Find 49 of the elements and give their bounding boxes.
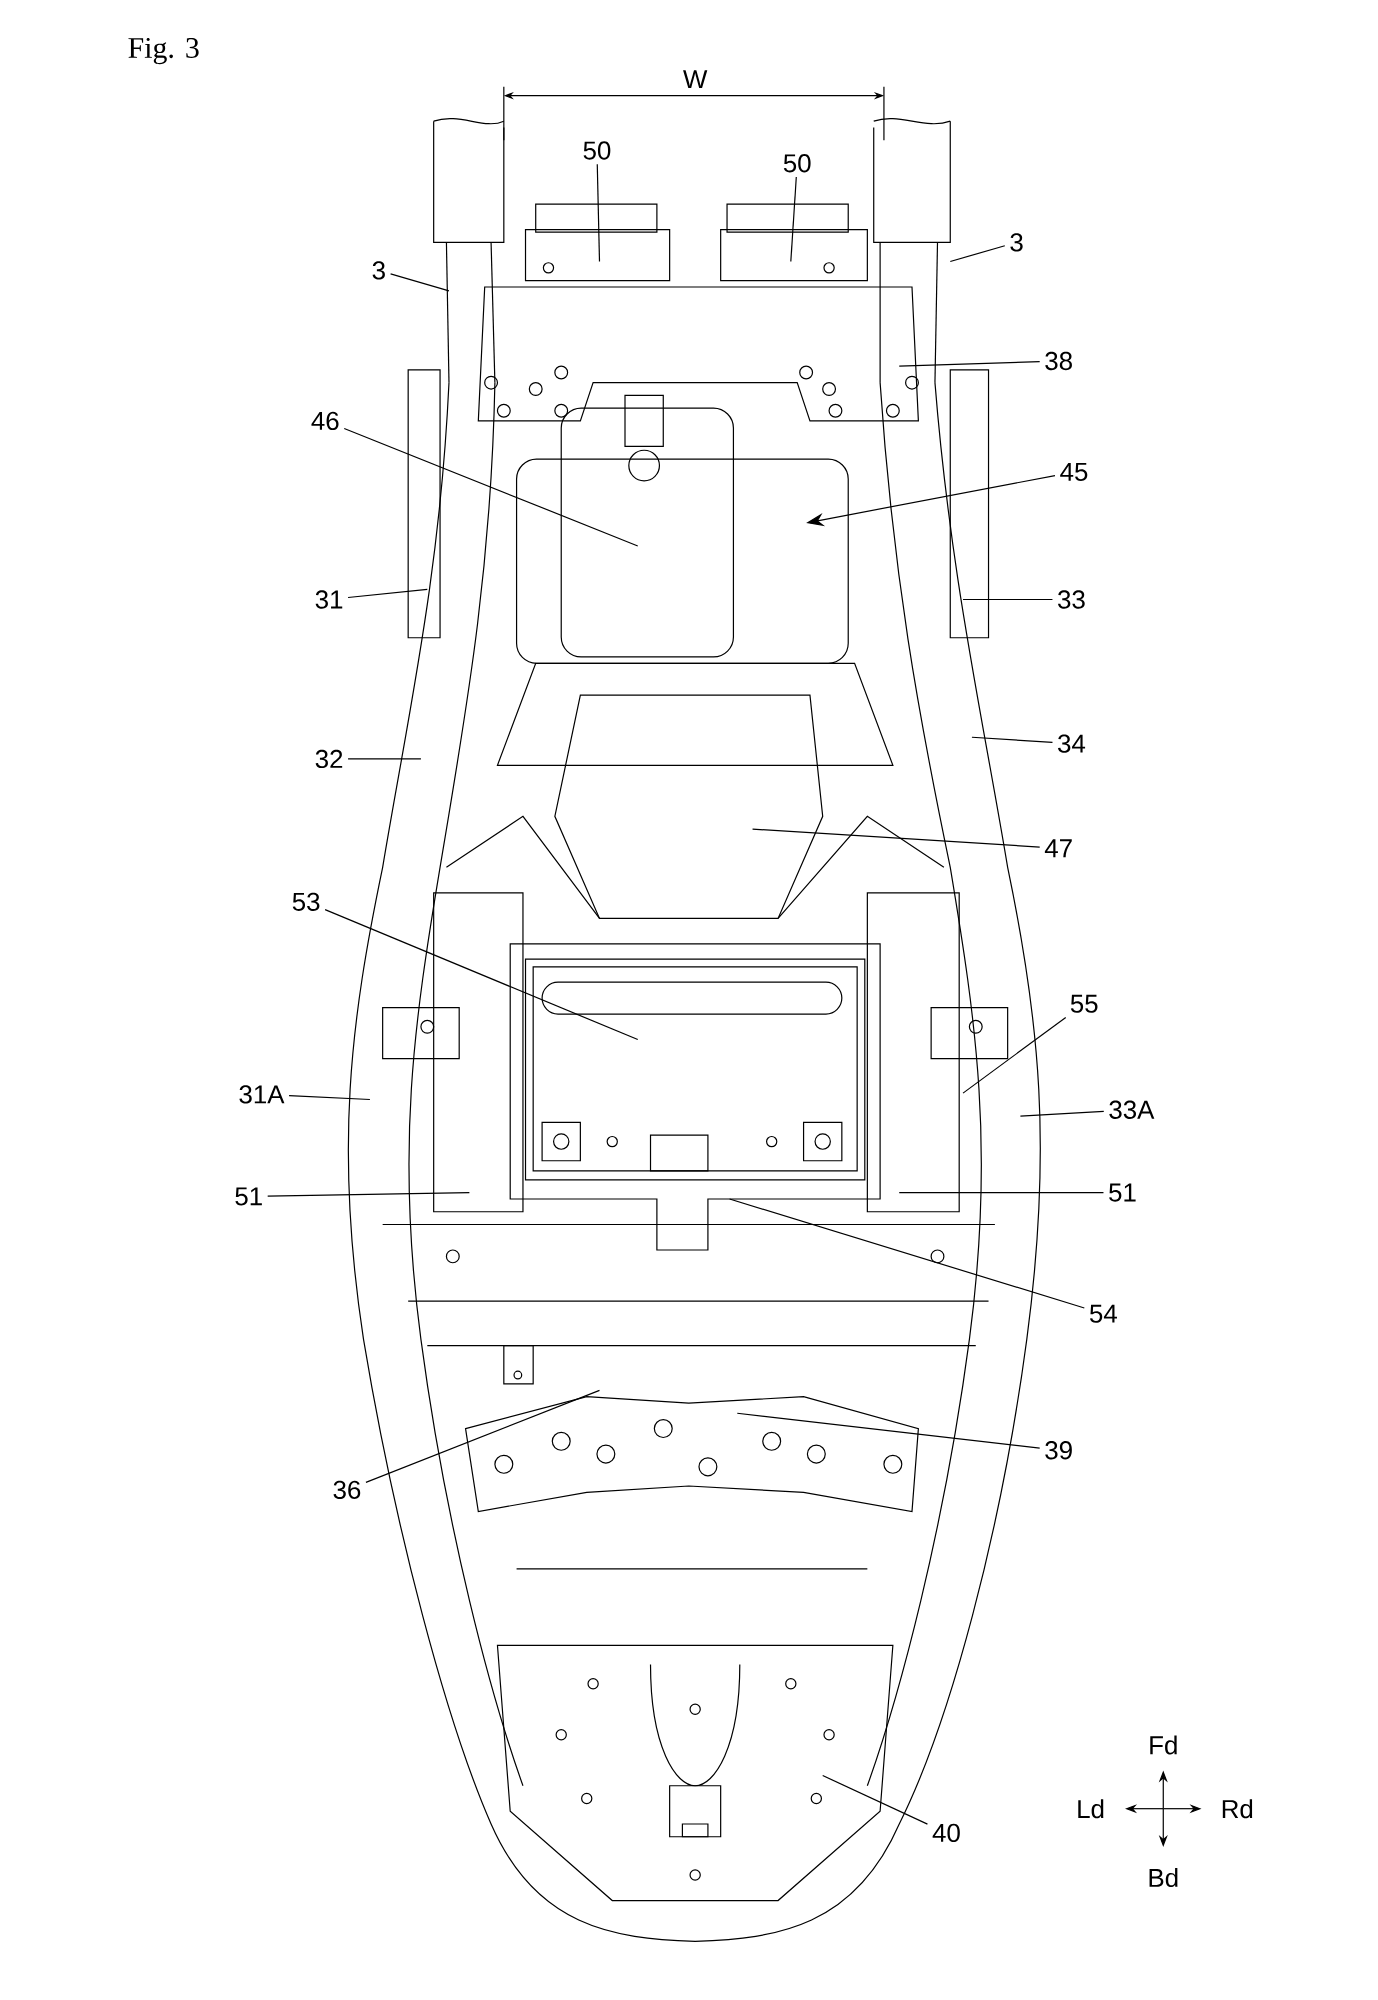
leader-line — [390, 273, 450, 292]
callout-number: 53 — [292, 892, 320, 911]
leader-line — [288, 1095, 371, 1101]
leader-line — [1020, 1110, 1105, 1117]
callout-number: 46 — [311, 411, 339, 431]
leader-line — [347, 758, 422, 760]
callout-number: 31 — [315, 590, 343, 609]
callout-number: 45 — [1060, 462, 1088, 481]
callout-number: 38 — [1045, 351, 1073, 371]
callout-number: 33 — [1058, 590, 1085, 609]
leader-line — [343, 427, 639, 547]
leader-line — [596, 163, 601, 263]
callout-number: 33A — [1109, 1100, 1155, 1119]
leader-line — [752, 828, 1041, 848]
leader-line — [971, 736, 1054, 743]
leader-line — [822, 1774, 929, 1825]
leader-line — [324, 909, 639, 1041]
callout-number: 31A — [239, 1085, 285, 1104]
leader-line — [898, 361, 1041, 367]
callout-number: 51 — [235, 1187, 263, 1206]
leader-line — [736, 1412, 1041, 1449]
direction-label: Bd — [1145, 1866, 1182, 1890]
leader-line — [962, 598, 1054, 601]
callout-number: 50 — [583, 141, 611, 160]
leader-line — [898, 1192, 1105, 1194]
leader-line — [949, 245, 1006, 263]
callout-number: 39 — [1045, 1441, 1073, 1460]
leader-line — [729, 1198, 1086, 1309]
direction-label: Rd — [1218, 1797, 1256, 1821]
leader-line — [962, 1016, 1067, 1094]
dimension-label: W — [681, 68, 710, 90]
callout-number: 36 — [333, 1480, 361, 1499]
callout-number: 54 — [1090, 1304, 1118, 1323]
callout-number: 55 — [1071, 994, 1098, 1013]
leader-line — [790, 176, 798, 263]
callout-number: 34 — [1058, 734, 1086, 753]
callout-number: 50 — [784, 154, 811, 173]
callout-number: 3 — [1010, 233, 1023, 252]
callout-number: 3 — [372, 261, 386, 280]
callout-number: 40 — [932, 1823, 961, 1843]
callout-number: 51 — [1109, 1183, 1136, 1202]
callout-number: 32 — [315, 749, 343, 769]
leader-line — [365, 1389, 601, 1483]
direction-label: Ld — [1074, 1797, 1108, 1821]
leader-line — [267, 1192, 471, 1197]
figure-title: Fig. 3 — [128, 37, 199, 65]
direction-label: Fd — [1146, 1733, 1181, 1757]
callout-number: 47 — [1045, 839, 1072, 858]
leader-line — [347, 588, 429, 599]
